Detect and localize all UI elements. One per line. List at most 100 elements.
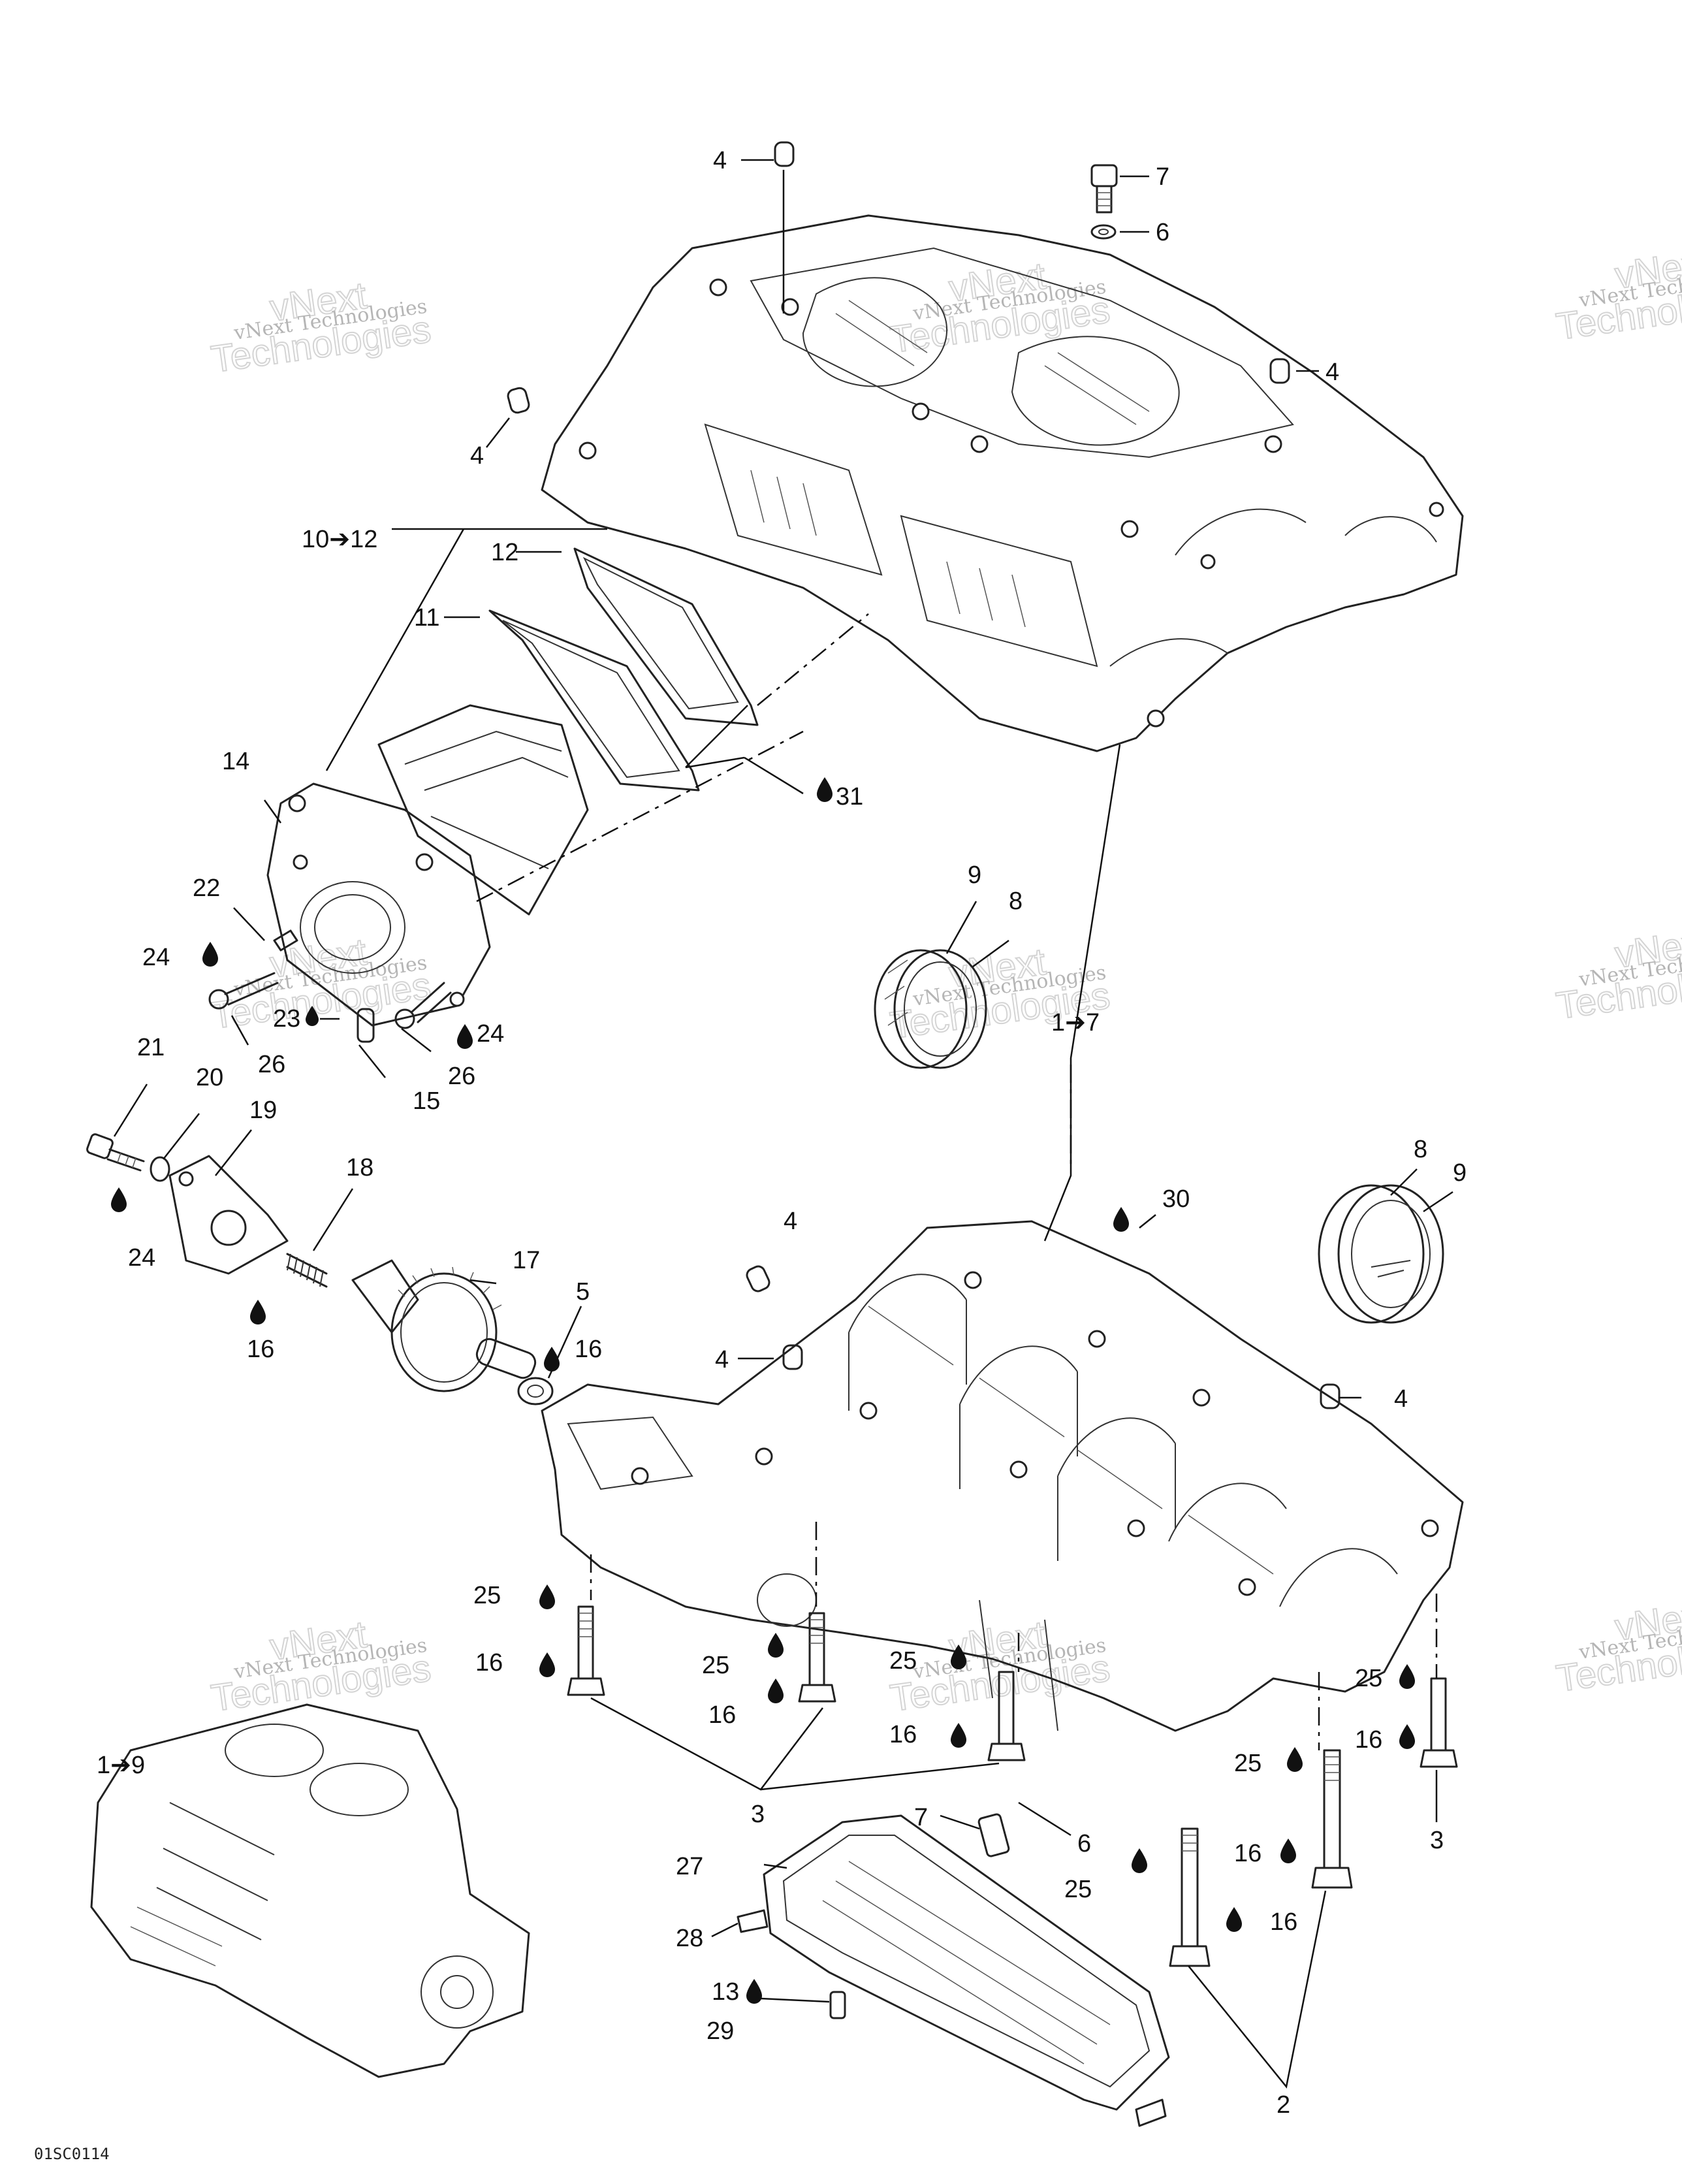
- bolt-21: [86, 1133, 145, 1172]
- dowel-pin-lower-3: [1320, 1383, 1341, 1409]
- drop-icon: [1226, 1907, 1242, 1932]
- spring-18: [286, 1253, 328, 1288]
- callout-4: 4: [1325, 359, 1339, 386]
- callout-12: 12: [491, 539, 518, 566]
- callout-1-7: 1➔7: [1051, 1009, 1100, 1036]
- callout-20: 20: [196, 1064, 223, 1091]
- bolt-25-a: [567, 1605, 605, 1696]
- callout-8: 8: [1009, 888, 1023, 915]
- bolt-25-e: [1311, 1749, 1353, 1889]
- callout-16: 16: [1270, 1908, 1297, 1936]
- clip-22: [273, 929, 298, 952]
- callout-10-12: 10➔12: [302, 526, 377, 553]
- drop-icon: [306, 1006, 319, 1026]
- callout-29: 29: [706, 2017, 734, 2045]
- drop-icon: [539, 1584, 555, 1609]
- callout-23: 23: [273, 1005, 300, 1033]
- callout-16: 16: [1234, 1840, 1262, 1867]
- callout-17: 17: [513, 1247, 540, 1274]
- callout-4: 4: [715, 1346, 729, 1373]
- callout-25: 25: [702, 1652, 729, 1679]
- callout-4: 4: [713, 147, 727, 174]
- washer-top: [1090, 224, 1117, 240]
- callout-25: 25: [473, 1582, 501, 1609]
- drop-icon: [1280, 1839, 1296, 1863]
- fitting-28: [737, 1909, 769, 1933]
- callout-26: 26: [448, 1063, 475, 1090]
- callout-25: 25: [1355, 1665, 1382, 1692]
- dowel-pin-top: [774, 141, 795, 167]
- screw-7-bottom: [977, 1813, 1010, 1857]
- callout-27: 27: [676, 1853, 703, 1880]
- callout-15: 15: [413, 1087, 440, 1115]
- callout-30: 30: [1162, 1185, 1190, 1213]
- callout-16: 16: [1355, 1726, 1382, 1754]
- reed-cage: [377, 704, 589, 916]
- bolt-25-f: [1169, 1827, 1211, 1967]
- callout-7: 7: [914, 1804, 928, 1831]
- drop-icon: [250, 1300, 266, 1325]
- seal-9-8-left: [874, 949, 987, 1069]
- dowel-pin-left: [507, 387, 530, 414]
- drop-icon: [1132, 1848, 1147, 1873]
- dowel-pin-lower-1: [746, 1265, 770, 1293]
- bolt-26-left: [208, 972, 279, 1010]
- callout-6: 6: [1156, 219, 1169, 246]
- callout-24: 24: [477, 1020, 504, 1048]
- dowel-pin-lower-2: [782, 1344, 803, 1370]
- lower-crankcase: [541, 1220, 1464, 1732]
- callout-8: 8: [1414, 1136, 1427, 1163]
- upper-crankcase: [541, 214, 1464, 752]
- drop-icon: [817, 777, 833, 802]
- intake-manifold-14: [266, 782, 491, 1027]
- watermark-group: vNext Technologies Technologies vNext vN…: [208, 241, 1682, 1720]
- fitting-15: [357, 1008, 375, 1043]
- bolt-25-d: [1420, 1677, 1458, 1768]
- watermark-text: vNext: [1612, 242, 1682, 297]
- drop-icon: [111, 1187, 127, 1212]
- oil-pan-27: [763, 1814, 1170, 2111]
- drop-icon: [1399, 1664, 1415, 1689]
- drop-icon: [1399, 1724, 1415, 1749]
- drop-icon: [1287, 1747, 1303, 1772]
- reed-valve-gasket-12: [573, 547, 759, 726]
- drop-icon: [951, 1723, 966, 1748]
- callout-31: 31: [836, 783, 863, 811]
- fitting-pan-end: [1135, 2098, 1167, 2127]
- callout-16: 16: [575, 1336, 602, 1363]
- callout-4: 4: [1394, 1385, 1408, 1413]
- callout-7: 7: [1156, 163, 1169, 191]
- callout-1-9: 1➔9: [97, 1752, 145, 1779]
- callout-11: 11: [414, 604, 439, 632]
- callout-9: 9: [968, 861, 981, 889]
- seal-8-9-right: [1318, 1184, 1444, 1324]
- watermark-text: vNext: [1612, 921, 1682, 976]
- callout-24: 24: [128, 1244, 155, 1272]
- drop-icon: [1113, 1207, 1129, 1232]
- bolt-26-right: [394, 982, 452, 1029]
- drop-icon: [951, 1645, 966, 1669]
- callout-3: 3: [1430, 1827, 1444, 1854]
- callout-4: 4: [470, 442, 484, 470]
- bolt-25-b: [798, 1612, 836, 1703]
- callout-16: 16: [475, 1649, 503, 1677]
- bushing-5: [517, 1377, 554, 1405]
- callout-16: 16: [247, 1336, 274, 1363]
- callout-3: 3: [751, 1801, 765, 1828]
- callout-13: 13: [712, 1978, 739, 2006]
- callout-2: 2: [1277, 2091, 1290, 2119]
- drain-plug-29: [829, 1991, 846, 2019]
- callout-22: 22: [193, 875, 220, 902]
- washer-20: [150, 1156, 170, 1182]
- callout-5: 5: [576, 1278, 590, 1306]
- callout-4: 4: [784, 1208, 797, 1235]
- callout-6: 6: [1077, 1830, 1091, 1857]
- drop-icon: [768, 1678, 784, 1703]
- screw-top: [1090, 164, 1118, 214]
- callout-9: 9: [1453, 1159, 1467, 1187]
- callout-16: 16: [708, 1701, 736, 1729]
- dowel-pin-right: [1269, 358, 1290, 384]
- reed-valve-block-11: [488, 609, 700, 792]
- leader-lines: [113, 159, 1453, 2089]
